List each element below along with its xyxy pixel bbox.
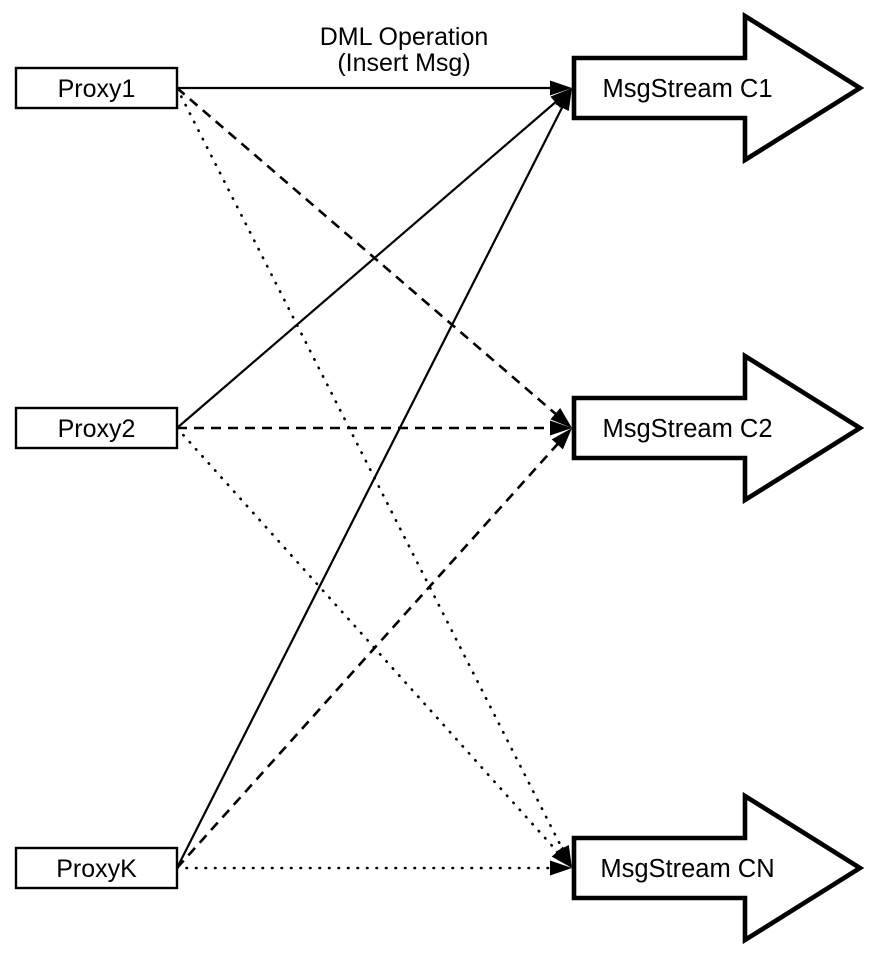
proxy-label: Proxy1 <box>58 75 136 103</box>
arrowhead-proxy2-to-stream_cn <box>551 846 572 868</box>
proxy-box <box>14 846 179 890</box>
arrowhead-proxy2-to-stream_c1 <box>550 88 572 109</box>
stream-arrow-shape <box>571 791 865 945</box>
arrowhead-proxyK-to-stream_cn <box>550 860 572 876</box>
edges-layer <box>175 86 567 870</box>
edge-caption-line-1: DML Operation <box>320 23 489 51</box>
stream-label: MsgStream C1 <box>602 75 772 103</box>
proxy-label: Proxy2 <box>58 415 136 443</box>
stream-label: MsgStream C2 <box>602 415 772 443</box>
stream-arrow-shape <box>571 11 865 165</box>
edge-caption-dml-operation: DML Operation (Insert Msg) <box>320 23 489 77</box>
stream-label: MsgStream CN <box>600 855 774 883</box>
arrowheads-layer <box>550 80 572 876</box>
edge-proxy1-to-stream_c2 <box>176 87 563 420</box>
edge-proxyK-to-stream_c2 <box>176 437 564 869</box>
edge-caption-line-2: (Insert Msg) <box>337 49 470 77</box>
proxy-box <box>14 406 179 450</box>
proxy-node-proxyK[interactable]: ProxyK <box>14 846 179 890</box>
edge-proxyK-to-stream_c1 <box>176 99 567 869</box>
streams-layer: MsgStream C1 MsgStream C2 MsgStream CN <box>571 11 865 945</box>
stream-arrow-shape <box>571 351 865 505</box>
proxy-box <box>14 66 179 110</box>
proxy-label: ProxyK <box>56 855 137 883</box>
arrowhead-proxyK-to-stream_c1 <box>555 88 572 112</box>
arrowhead-proxyK-to-stream_c2 <box>551 428 572 450</box>
stream-node-stream_c1[interactable]: MsgStream C1 <box>571 11 865 165</box>
arrowhead-proxy1-to-stream_c1 <box>550 80 572 96</box>
arrowhead-proxy1-to-stream_c2 <box>550 407 572 428</box>
edge-proxy2-to-stream_c1 <box>176 96 563 429</box>
arrowhead-proxy2-to-stream_c2 <box>550 420 572 436</box>
stream-node-stream_c2[interactable]: MsgStream C2 <box>571 351 865 505</box>
stream-node-stream_cn[interactable]: MsgStream CN <box>571 791 865 945</box>
proxy-node-proxy2[interactable]: Proxy2 <box>14 406 179 450</box>
edge-proxy2-to-stream_cn <box>175 426 564 859</box>
edge-proxy1-to-stream_cn <box>175 86 567 857</box>
proxy-node-proxy1[interactable]: Proxy1 <box>14 66 179 110</box>
